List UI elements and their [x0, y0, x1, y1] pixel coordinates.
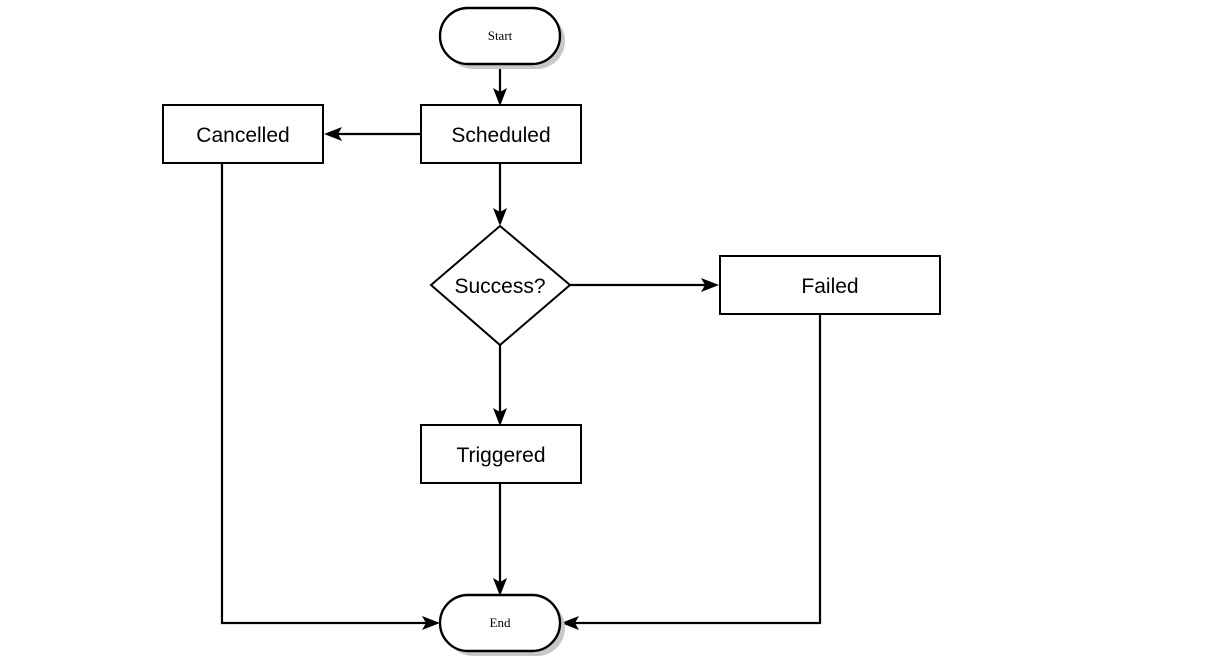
- node-label-triggered: Triggered: [456, 444, 545, 467]
- edge-scheduled-to-success: [493, 163, 507, 226]
- edge-scheduled-to-cancelled: [324, 127, 421, 141]
- node-triggered[interactable]: Triggered: [420, 424, 582, 484]
- edge-success-to-triggered: [493, 345, 507, 426]
- failed-shape: [719, 255, 941, 315]
- node-success-decision[interactable]: Success?: [429, 224, 572, 347]
- node-label-end: End: [490, 615, 511, 630]
- edge-cancelled-to-end: [220, 163, 440, 630]
- node-scheduled[interactable]: Scheduled: [420, 104, 582, 164]
- node-label-success: Success?: [454, 275, 545, 298]
- node-end[interactable]: End: [438, 593, 565, 656]
- node-label-start: Start: [488, 28, 513, 43]
- node-cancelled[interactable]: Cancelled: [162, 104, 324, 164]
- node-label-failed: Failed: [801, 275, 858, 298]
- start-shape: [438, 6, 562, 66]
- end-shape: [438, 593, 562, 653]
- edge-failed-to-end: [561, 314, 822, 630]
- edge-start-to-scheduled: [493, 64, 507, 106]
- edge-success-to-failed: [570, 278, 719, 292]
- scheduled-shape: [420, 104, 582, 164]
- success-shape: [429, 224, 572, 347]
- node-label-scheduled: Scheduled: [451, 124, 550, 147]
- node-start[interactable]: Start: [438, 6, 565, 69]
- edge-triggered-to-end: [493, 483, 507, 596]
- cancelled-shape: [162, 104, 324, 164]
- triggered-shape: [420, 424, 582, 484]
- node-failed[interactable]: Failed: [719, 255, 941, 315]
- node-label-cancelled: Cancelled: [196, 124, 289, 147]
